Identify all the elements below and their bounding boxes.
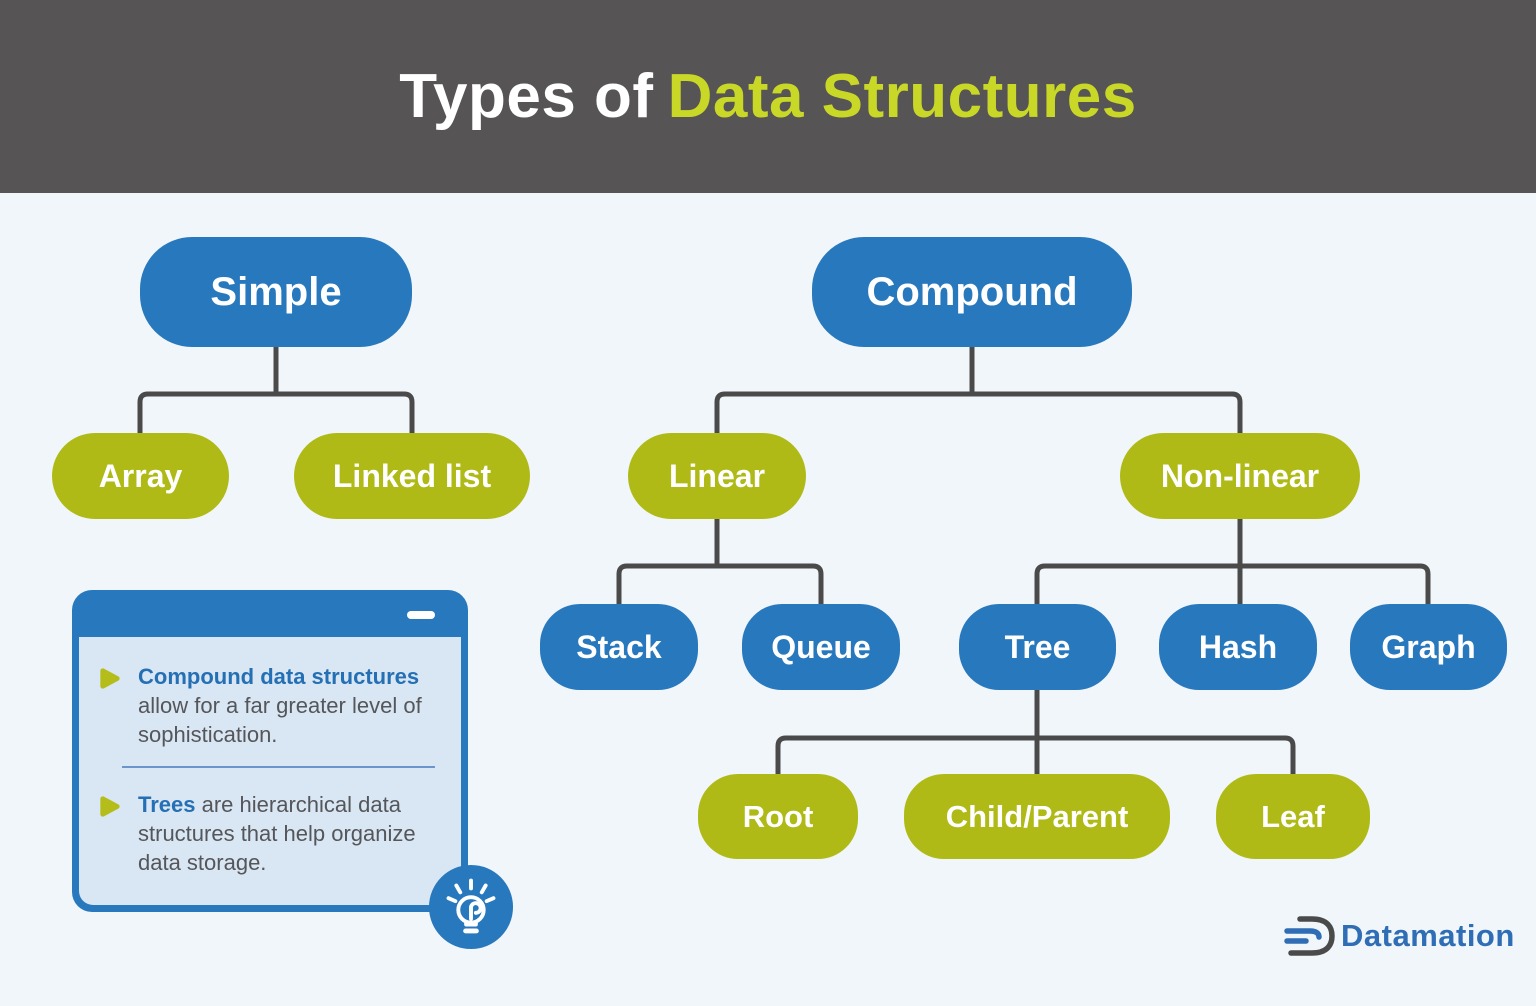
node-linear: Linear — [628, 433, 806, 519]
node-child-parent: Child/Parent — [904, 774, 1170, 859]
node-hash: Hash — [1159, 604, 1317, 690]
bullet-arrow-icon — [100, 796, 120, 817]
bullet-lead-text: Compound data structures — [138, 664, 420, 689]
lightbulb-icon — [428, 864, 514, 950]
datamation-logo-text: Datamation — [1341, 918, 1515, 953]
bullet-item: Trees are hierarchical data structures t… — [96, 790, 461, 877]
node-leaf: Leaf — [1216, 774, 1370, 859]
node-tree: Tree — [959, 604, 1116, 690]
bullet-item: Compound data structures allow for a far… — [96, 662, 461, 749]
node-simple: Simple — [140, 237, 412, 347]
node-linked-list: Linked list — [294, 433, 530, 519]
datamation-d-icon — [1284, 916, 1335, 956]
info-card: Compound data structures allow for a far… — [72, 590, 514, 950]
node-compound: Compound — [812, 237, 1132, 347]
datamation-logo: Datamation — [1283, 912, 1515, 960]
title-green-part: Data Structures — [667, 62, 1137, 131]
bullet-lead-text: Trees — [138, 792, 196, 817]
title-white-part: Types of — [399, 62, 654, 131]
node-graph: Graph — [1350, 604, 1507, 690]
node-stack: Stack — [540, 604, 698, 690]
bullet-paragraph: Trees are hierarchical data structures t… — [138, 790, 450, 877]
node-queue: Queue — [742, 604, 900, 690]
node-root: Root — [698, 774, 858, 859]
info-card-body: Compound data structures allow for a far… — [79, 637, 461, 905]
node-non-linear: Non-linear — [1120, 433, 1360, 519]
bullet-paragraph: Compound data structures allow for a far… — [138, 662, 450, 749]
bullet-rest-text: are hierarchical data structures that he… — [138, 792, 416, 875]
bullet-arrow-icon — [100, 668, 120, 689]
card-divider — [122, 766, 435, 768]
node-array: Array — [52, 433, 229, 519]
bullet-rest-text: allow for a far greater level of sophist… — [138, 693, 422, 747]
minimize-dash-icon — [407, 611, 435, 619]
info-card-titlebar — [72, 590, 468, 637]
